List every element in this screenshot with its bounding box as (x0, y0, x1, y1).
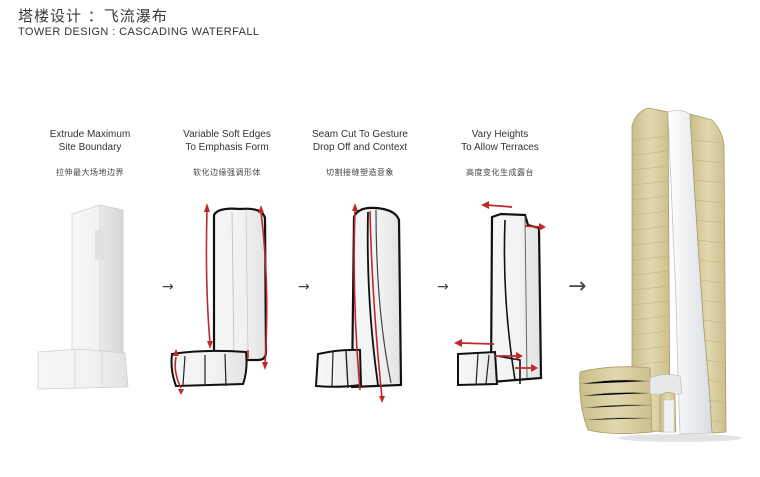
step-1-massing (37, 204, 129, 390)
arrow-4-icon: → (568, 274, 587, 299)
step-4-caption: Vary Heights To Allow Terraces 高度变化生成露台 (430, 128, 570, 178)
step-1-caption-cn: 拉伸最大场地边界 (56, 168, 124, 177)
step-1-title-line1: Extrude Maximum (49, 129, 131, 140)
final-tower-render (579, 107, 742, 442)
arrow-3-icon: → (437, 279, 449, 295)
arrow-1-icon: → (162, 279, 174, 295)
step-4-title-line1: Vary Heights (471, 129, 529, 140)
step-3-massing (314, 203, 403, 403)
step-3-caption: Seam Cut To Gesture Drop Off and Context… (290, 128, 430, 178)
step-4-caption-cn: 高度变化生成露台 (466, 168, 534, 177)
arrow-2-icon: → (298, 279, 310, 295)
page-title-cn: 塔楼设计 ：飞流瀑布 (18, 7, 168, 25)
step-2-massing (170, 203, 268, 395)
step-4-title-line2: To Allow Terraces (461, 142, 539, 153)
step-3-caption-cn: 切割接缝塑造意象 (326, 168, 394, 177)
step-1-caption: Extrude Maximum Site Boundary 拉伸最大场地边界 (20, 128, 160, 178)
step-3-title-line1: Seam Cut To Gesture (312, 129, 408, 140)
step-2-caption: Variable Soft Edges To Emphasis Form 软化边… (157, 128, 297, 178)
page-title-en: TOWER DESIGN : CASCADING WATERFALL (18, 26, 260, 38)
step-2-caption-cn: 软化边缘强调形体 (193, 168, 261, 177)
step-1-title-line2: Site Boundary (58, 142, 122, 153)
step-2-title-line2: To Emphasis Form (185, 142, 269, 153)
step-3-title-line2: Drop Off and Context (312, 142, 408, 153)
step-4-massing (454, 201, 546, 387)
step-2-title-line1: Variable Soft Edges (183, 129, 271, 140)
